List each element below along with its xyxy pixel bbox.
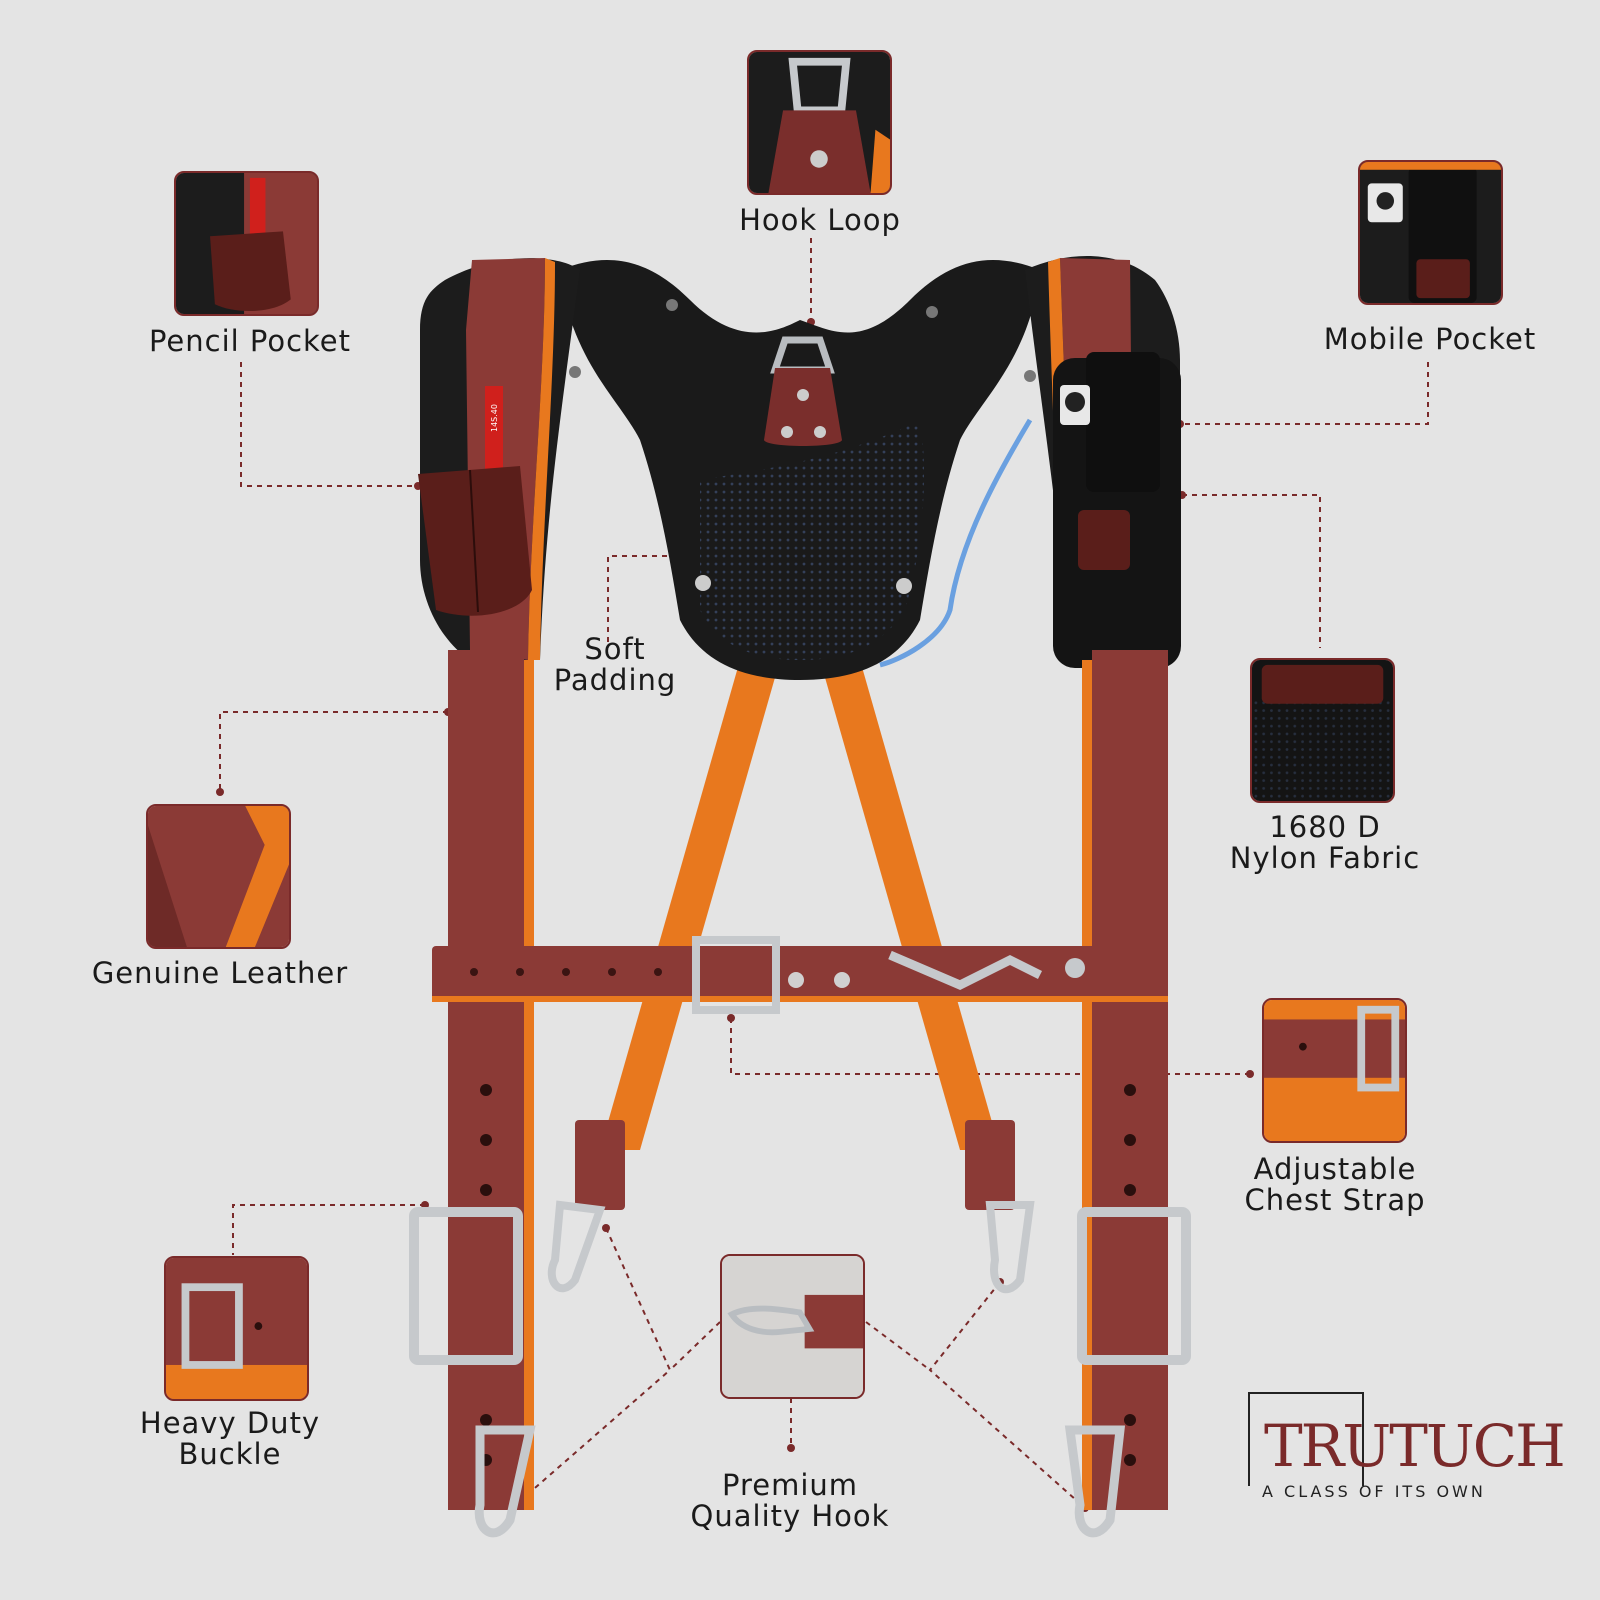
brand-tagline: A CLASS OF ITS OWN bbox=[1262, 1482, 1486, 1501]
back-padding bbox=[560, 260, 1040, 680]
brand-name: TRUTUCH bbox=[1264, 1412, 1566, 1480]
label-mobile-pocket: Mobile Pocket bbox=[1310, 324, 1550, 355]
inset-genuine-leather bbox=[146, 804, 291, 949]
label-text: Genuine Leather bbox=[91, 956, 349, 990]
label-text: Pencil Pocket bbox=[148, 324, 352, 358]
inset-chest-strap bbox=[1262, 998, 1407, 1143]
buckles bbox=[409, 1207, 1191, 1365]
label-pencil-pocket: Pencil Pocket bbox=[130, 326, 370, 357]
label-text-line1: Heavy Duty bbox=[139, 1406, 321, 1440]
inset-hook-loop bbox=[747, 50, 892, 195]
label-text-line1: 1680 D bbox=[1269, 810, 1381, 844]
label-heavy-duty-buckle: Heavy Duty Buckle bbox=[130, 1408, 330, 1470]
label-text-line2: Padding bbox=[553, 663, 677, 697]
inset-pencil-pocket bbox=[174, 171, 319, 316]
label-premium-quality-hook: Premium Quality Hook bbox=[670, 1470, 910, 1532]
label-text-line1: Premium bbox=[721, 1468, 859, 1502]
left-shoulder-pad: 14S.40 bbox=[418, 258, 580, 660]
label-text: Mobile Pocket bbox=[1323, 322, 1537, 356]
chest-strap bbox=[432, 936, 1168, 1014]
orange-straps bbox=[600, 660, 1000, 1150]
brand-logo: TRUTUCH A CLASS OF ITS OWN bbox=[1248, 1392, 1566, 1507]
label-text-line2: Chest Strap bbox=[1244, 1183, 1426, 1217]
label-text-line2: Quality Hook bbox=[690, 1499, 890, 1533]
label-genuine-leather: Genuine Leather bbox=[80, 958, 360, 989]
inset-mobile-pocket bbox=[1358, 160, 1503, 305]
right-shoulder-pad bbox=[1025, 256, 1181, 668]
brand-frame bbox=[1248, 1392, 1364, 1486]
label-hook-loop: Hook Loop bbox=[730, 205, 910, 236]
inset-nylon-fabric bbox=[1250, 658, 1395, 803]
label-nylon-fabric: 1680 D Nylon Fabric bbox=[1210, 812, 1440, 874]
hooks bbox=[474, 1120, 1126, 1538]
leather-straps bbox=[448, 650, 1168, 1510]
pencil-label: 14S.40 bbox=[490, 404, 499, 432]
label-text-line1: Soft bbox=[584, 632, 646, 666]
label-text: Hook Loop bbox=[739, 203, 901, 237]
inset-quality-hook bbox=[720, 1254, 865, 1399]
label-text-line2: Buckle bbox=[178, 1437, 282, 1471]
label-text-line1: Adjustable bbox=[1253, 1152, 1417, 1186]
inset-heavy-duty-buckle bbox=[164, 1256, 309, 1401]
label-text-line2: Nylon Fabric bbox=[1229, 841, 1421, 875]
label-soft-padding: Soft Padding bbox=[540, 634, 690, 696]
label-adjustable-chest-strap: Adjustable Chest Strap bbox=[1225, 1154, 1445, 1216]
